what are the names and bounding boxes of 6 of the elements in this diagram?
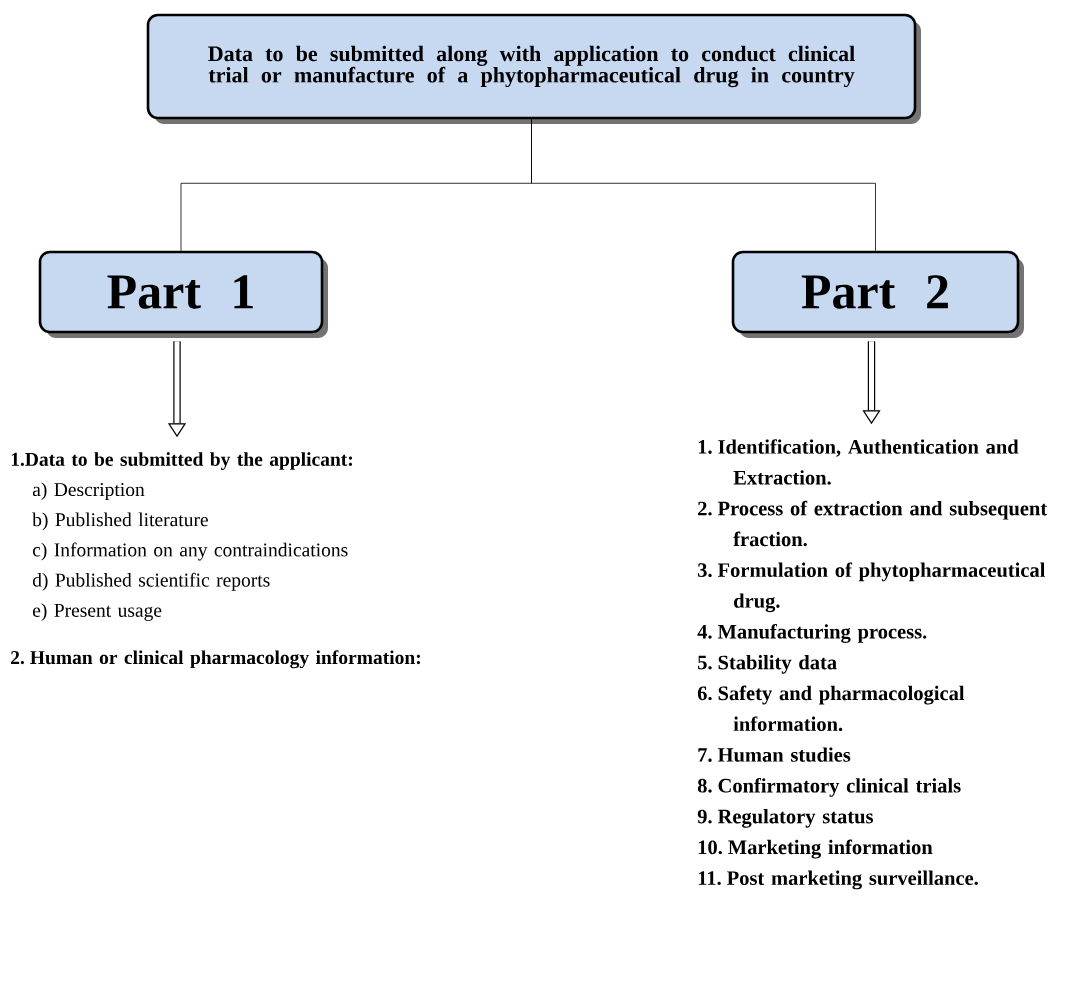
item-list: 1. Identification, Authentication and Extraction. 2. Process of extraction and subsequent fraction. 3. Formulation of phytopharmaceutical drug. 4. Manufacturing process. 5. Stability data 6. Safety and pharmacological information. 7. Human studies 8. Confirmatory clinical trials 9. Regulatory status 10. Marketing information 11. Post marketing surveillance.	[697, 439, 1048, 890]
part-box: Part 2	[731, 250, 1024, 338]
title-box: Data to be submitted along with application to conduct clinical trial or manufacture of a phytopharmaceutical drug in country	[146, 13, 921, 124]
connector-line	[531, 118, 876, 252]
item-list: 1.Data to be submitted by the applicant: a) Description b) Published literature c) Information on any contraindications d) Published scientific reports e) Present usage 2. Human or clinical pharmacology information:	[11, 452, 420, 669]
part-box: Part 1	[38, 250, 328, 338]
